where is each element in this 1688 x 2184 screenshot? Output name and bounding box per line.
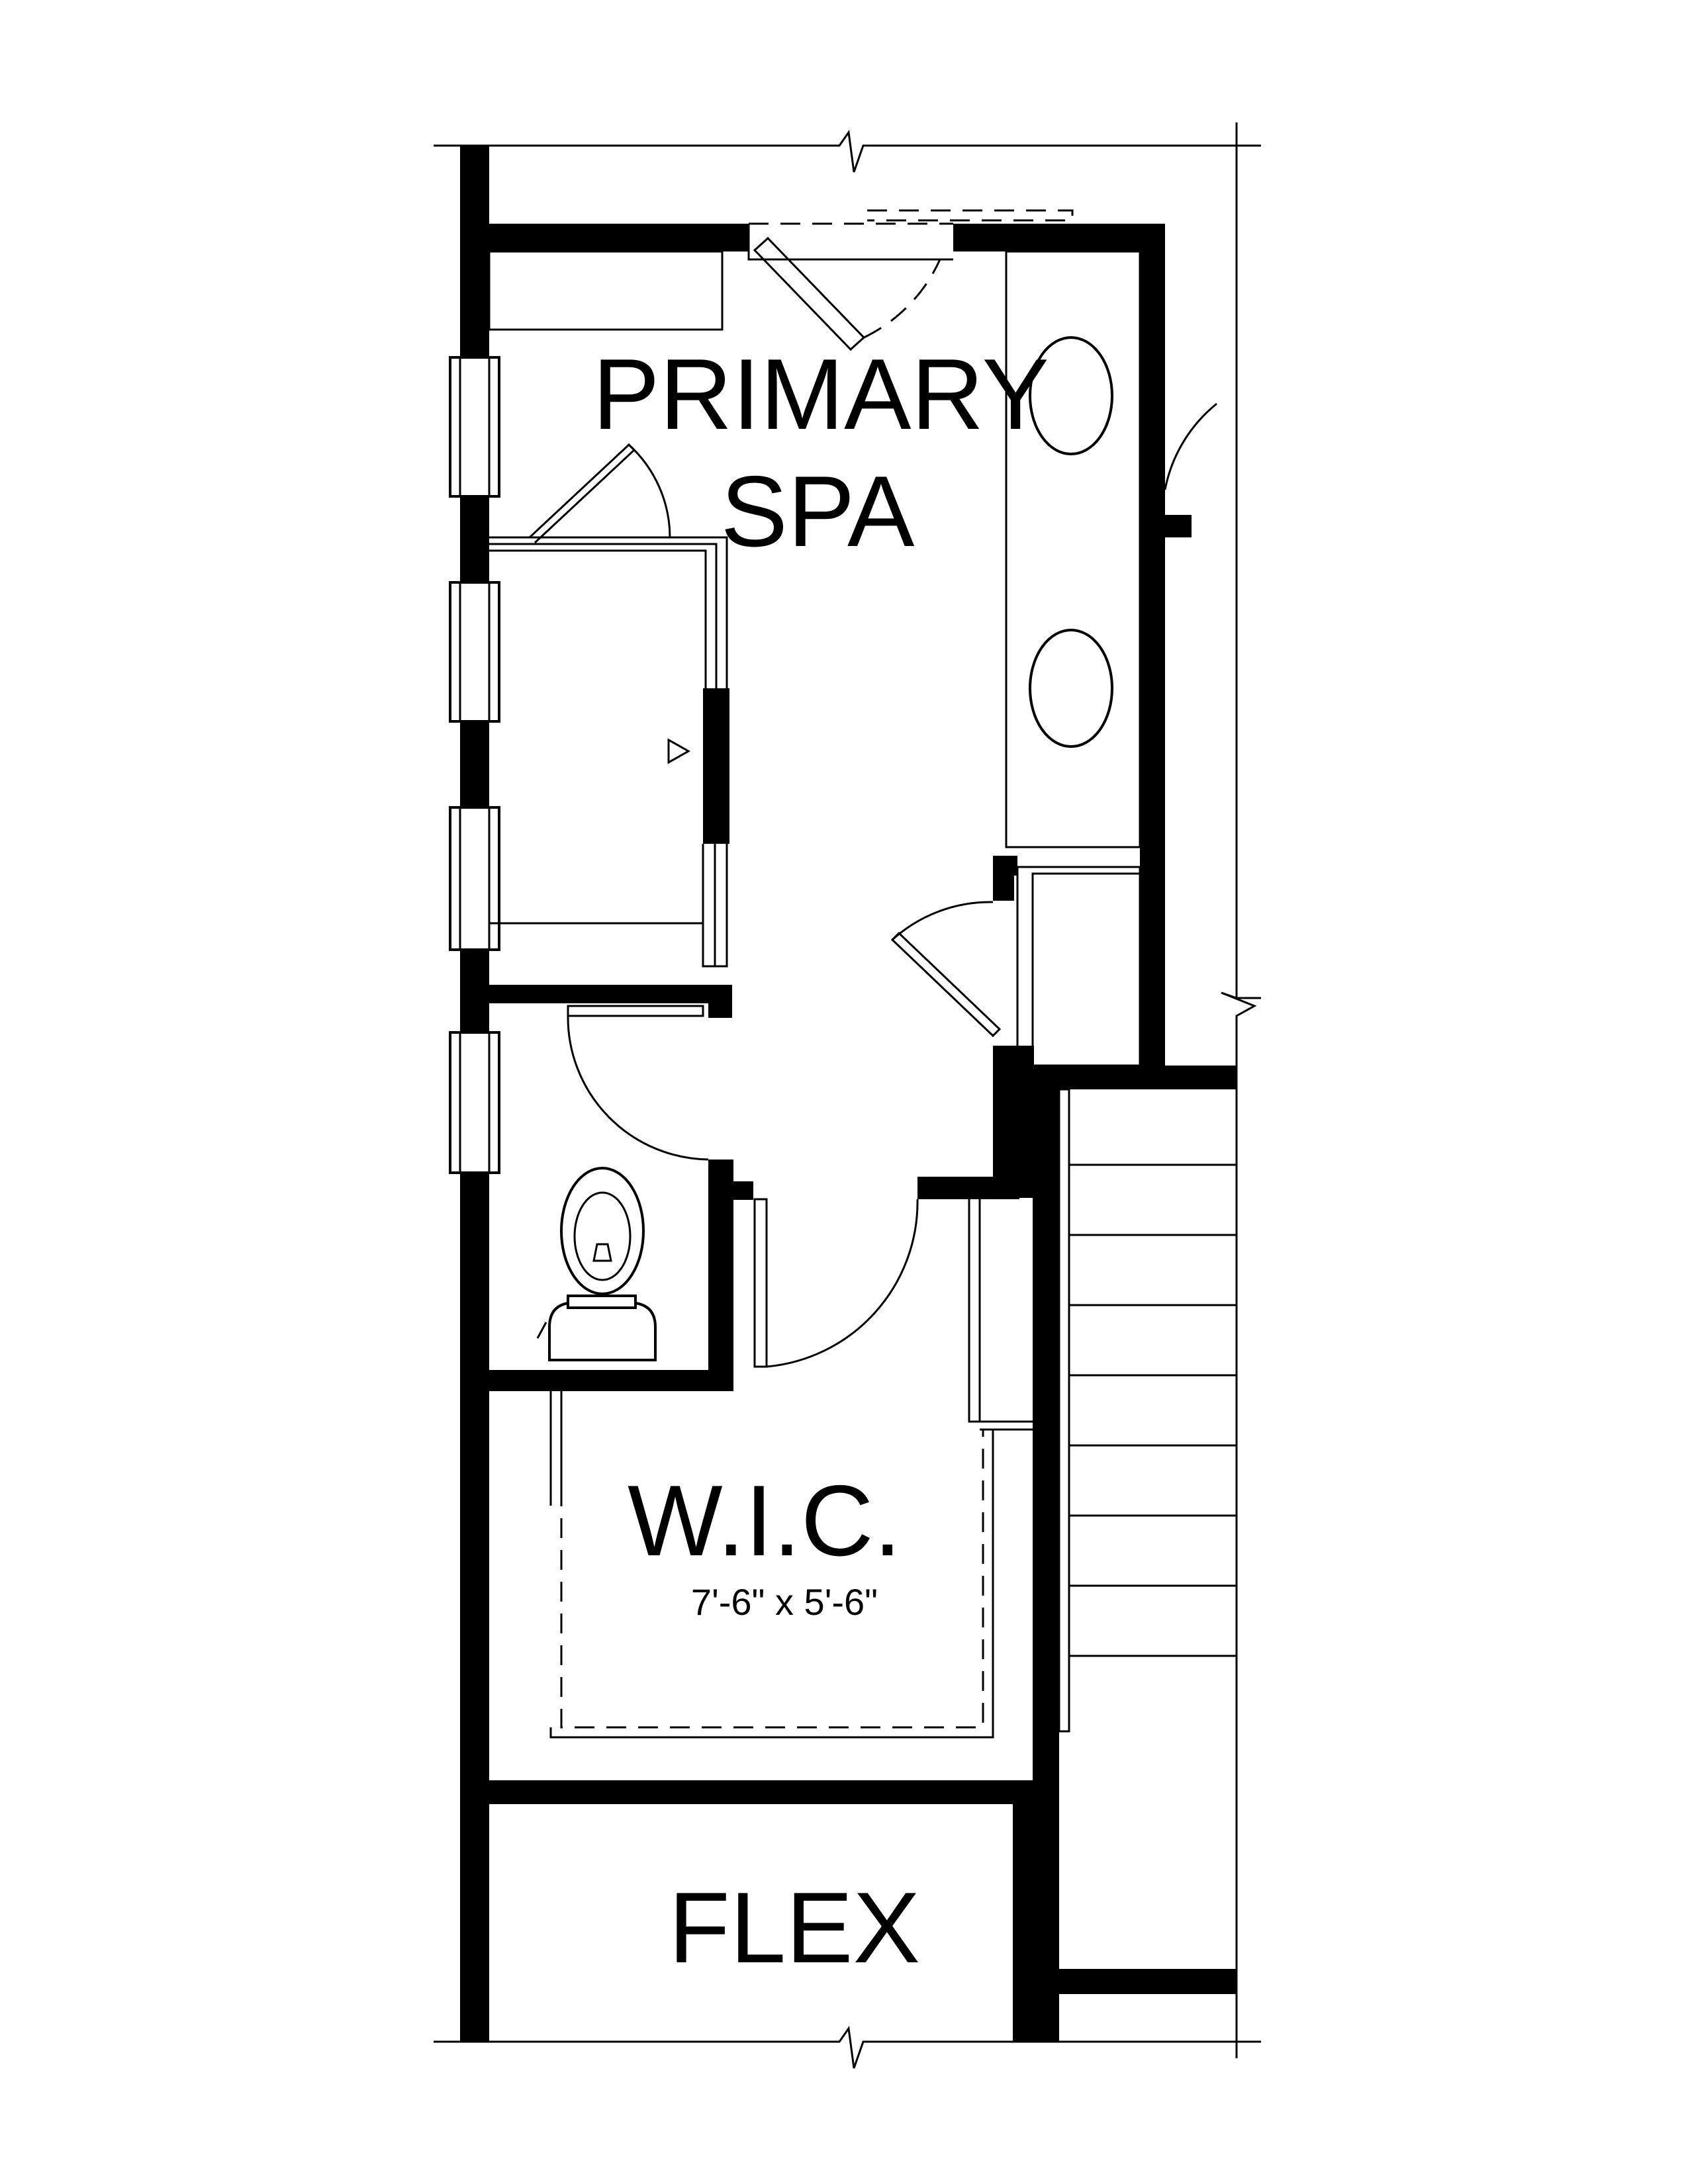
windows [449,356,500,1174]
flex-label: FLEX [669,1872,920,1984]
fixtures [488,209,1237,1739]
break-lines [434,122,1261,2069]
primary-spa-label-line1: PRIMARY [592,338,1049,451]
wic-label: W.I.C. [628,1465,902,1577]
room-labels: PRIMARY SPA W.I.C. 7'-6" x 5'-6" FLEX [592,338,1049,1984]
wic-dimensions: 7'-6" x 5'-6" [691,1581,878,1623]
primary-spa-label-line2: SPA [721,455,915,568]
